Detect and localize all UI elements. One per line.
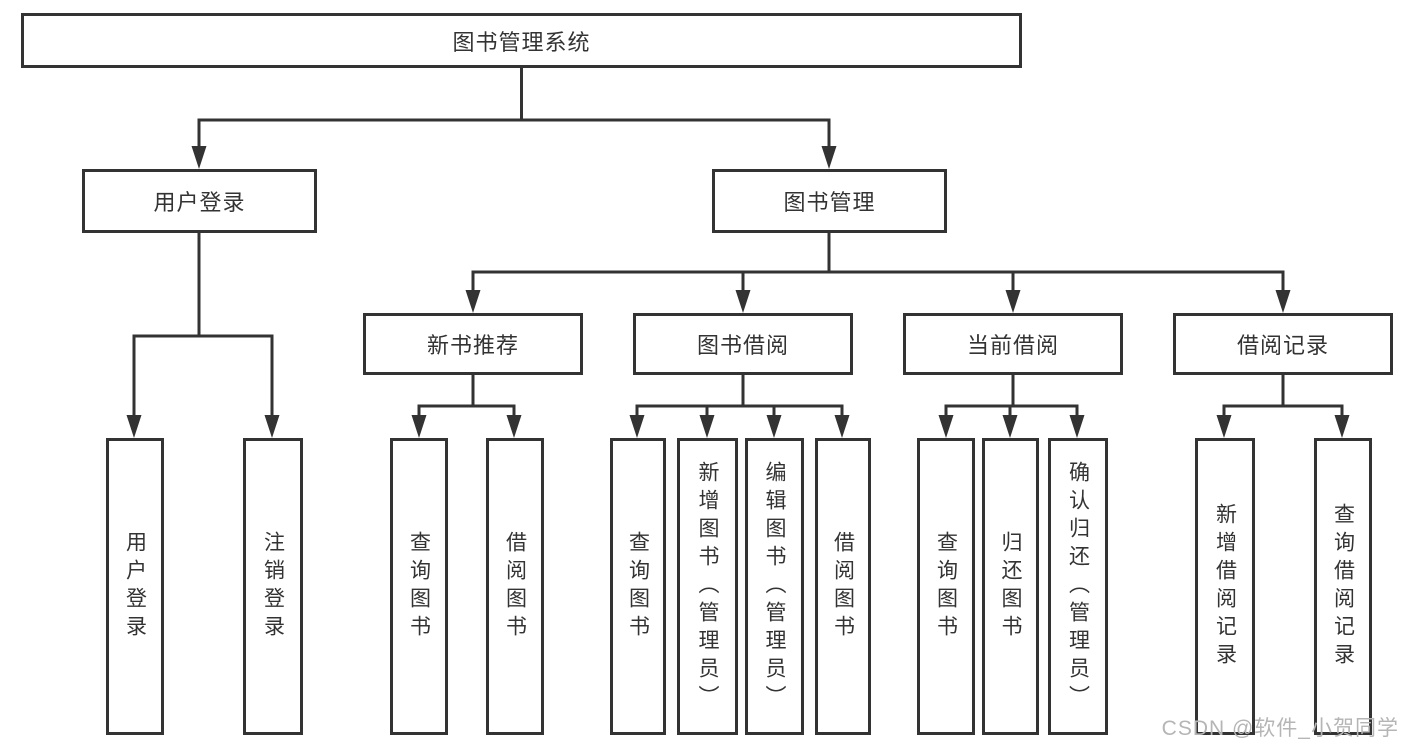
- leaf-query-borrow-record: 查询借阅记录: [1314, 438, 1372, 735]
- branch-lines: [944, 372, 1079, 419]
- leaf-label: 用户登录: [123, 530, 147, 643]
- branch-arrowheads: [126, 415, 280, 438]
- leaf-logout: 注销登录: [243, 438, 303, 735]
- leaf-label: 查询图书: [626, 530, 650, 643]
- leaf-borrow-books-recommend: 借阅图书: [486, 438, 544, 735]
- branch-lines: [197, 66, 831, 150]
- connector-book-management-to-level3: [465, 230, 1291, 313]
- leaf-label: 查询借阅记录: [1331, 502, 1355, 671]
- connector-borrow-records-to-leaves: [1216, 372, 1350, 438]
- node-label: 用户登录: [153, 190, 246, 215]
- node-label: 图书借阅: [696, 333, 789, 358]
- connector-new-book-recommend-to-leaves: [411, 372, 522, 438]
- node-label: 图书管理: [783, 190, 876, 215]
- branch-lines: [1222, 372, 1344, 419]
- node-label: 当前借阅: [966, 333, 1059, 358]
- branch-lines: [132, 230, 274, 419]
- branch-arrowheads: [411, 415, 522, 438]
- leaf-borrow-books: 借阅图书: [815, 438, 871, 735]
- leaf-label: 注销登录: [261, 530, 285, 643]
- branch-lines: [471, 230, 1285, 294]
- connector-root-to-level2: [191, 66, 837, 169]
- leaf-add-borrow-record: 新增借阅记录: [1195, 438, 1255, 735]
- node-borrow-records: 借阅记录: [1173, 313, 1393, 375]
- node-new-book-recommend: 新书推荐: [363, 313, 583, 375]
- csdn-watermark: CSDN @软件_小贺同学: [1161, 717, 1399, 740]
- branch-arrowheads: [938, 415, 1085, 438]
- branch-lines: [635, 372, 844, 419]
- branch-arrowheads: [465, 290, 1291, 313]
- leaf-add-books-admin: 新增图书（管理员）: [677, 438, 738, 735]
- node-user-login: 用户登录: [82, 169, 317, 233]
- leaf-label: 借阅图书: [831, 530, 855, 643]
- connector-book-borrow-to-leaves: [629, 372, 850, 438]
- branch-arrowheads: [1216, 415, 1350, 438]
- node-root-library-system: 图书管理系统: [21, 13, 1022, 68]
- leaf-label: 借阅图书: [503, 530, 527, 643]
- connector-current-borrow-to-leaves: [938, 372, 1085, 438]
- node-book-management: 图书管理: [712, 169, 947, 233]
- connector-user-login-to-leaves: [126, 230, 280, 438]
- leaf-label: 新增图书（管理员）: [696, 460, 719, 713]
- branch-arrowheads: [629, 415, 850, 438]
- node-current-borrow: 当前借阅: [903, 313, 1123, 375]
- node-label: 图书管理系统: [452, 29, 591, 55]
- leaf-return-books: 归还图书: [982, 438, 1039, 735]
- branch-lines: [417, 372, 516, 419]
- leaf-edit-books-admin: 编辑图书（管理员）: [745, 438, 804, 735]
- leaf-confirm-return-admin: 确认归还（管理员）: [1048, 438, 1108, 735]
- leaf-label: 归还图书: [999, 530, 1022, 643]
- leaf-user-login: 用户登录: [106, 438, 164, 735]
- leaf-label: 新增借阅记录: [1213, 502, 1237, 671]
- leaf-label: 确认归还（管理员）: [1066, 460, 1090, 713]
- leaf-label: 编辑图书（管理员）: [763, 460, 786, 713]
- leaf-query-books-borrow: 查询图书: [610, 438, 666, 735]
- leaf-query-books-current: 查询图书: [917, 438, 975, 735]
- node-label: 新书推荐: [426, 333, 519, 358]
- leaf-query-books-recommend: 查询图书: [390, 438, 448, 735]
- leaf-label: 查询图书: [407, 530, 431, 643]
- leaf-label: 查询图书: [934, 530, 958, 643]
- node-label: 借阅记录: [1236, 333, 1329, 358]
- node-book-borrow: 图书借阅: [633, 313, 853, 375]
- branch-arrowheads: [191, 146, 837, 169]
